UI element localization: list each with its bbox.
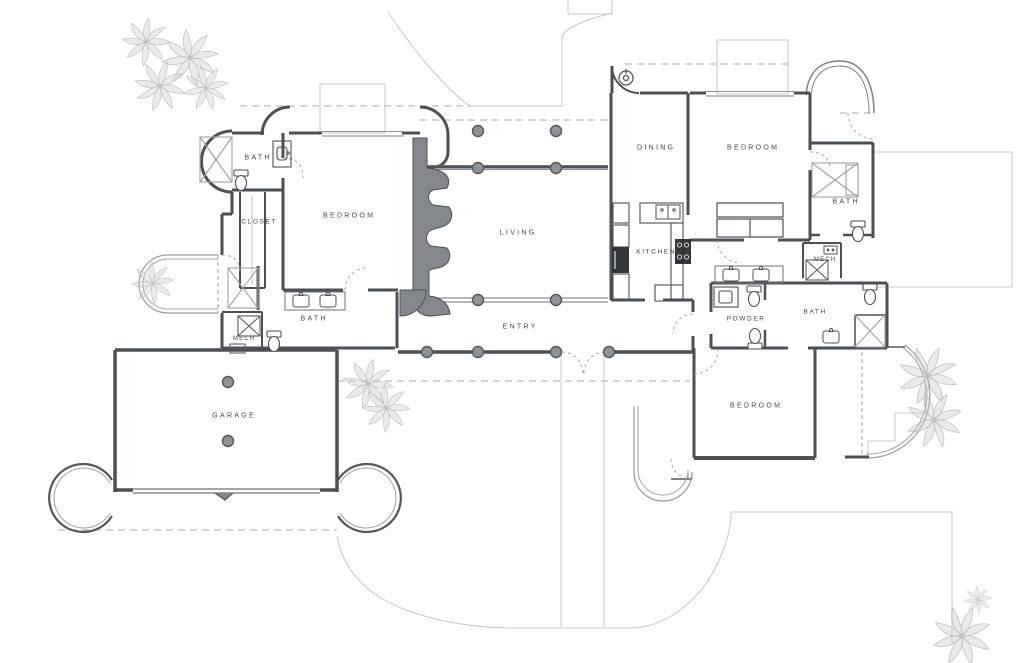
room-label-bath-lower-right: BATH (803, 308, 827, 316)
builtin-cabinet (716, 202, 784, 238)
sink-icon (319, 292, 337, 308)
column-icon (471, 293, 485, 307)
garden-walls-layer (48, 60, 931, 534)
room-label-garage: GARAGE (212, 412, 257, 420)
sink-icon (722, 266, 740, 282)
column-icon (602, 345, 616, 359)
toilet-icon (862, 283, 878, 306)
powder-sink-icon (713, 286, 739, 308)
room-label-bedroom-left: BEDROOM (323, 212, 376, 220)
column-icon (549, 161, 563, 175)
sink-icon (752, 266, 770, 282)
palm-tree-icon (963, 585, 993, 615)
refrigerator-icon (612, 247, 629, 273)
toilet-icon (266, 330, 282, 353)
room-label-kitchen: KITCHEN (636, 248, 677, 256)
room-label-living: LIVING (499, 229, 537, 237)
room-label-bedroom-upper-right: BEDROOM (727, 144, 780, 152)
wall-fill-layer (399, 137, 453, 317)
room-label-bath-upper-right: BATH (832, 198, 860, 206)
shower-icon (811, 162, 859, 198)
room-label-dining: DINING (636, 144, 676, 152)
column-icon (549, 293, 563, 307)
column-icon (471, 124, 485, 138)
stove-icon (675, 239, 691, 264)
overhang-dashed-layer (58, 63, 873, 531)
pedestal-sink-icon (272, 140, 292, 168)
walls-layer (113, 65, 889, 501)
sink-icon (822, 328, 840, 344)
outlet-box-icon (823, 245, 838, 255)
column-icon (471, 161, 485, 175)
toilet-icon (747, 327, 763, 350)
site-lines-layer (319, 0, 1013, 643)
sink-icon (292, 292, 310, 308)
column-icon (549, 345, 563, 359)
toilet-icon (233, 169, 249, 192)
room-label-entry: ENTRY (502, 323, 538, 331)
fixture-circle-icon (618, 69, 634, 86)
vanity-counter (714, 265, 784, 284)
mech-unit-icon (237, 315, 261, 337)
palm-tree-icon (131, 261, 175, 305)
room-label-bath-lower-left: BATH (300, 315, 328, 323)
vanity-counter (284, 291, 346, 311)
room-label-bath-upper-left: BATH (244, 154, 272, 162)
toilet-icon (850, 220, 866, 243)
palm-tree-icon (920, 595, 1004, 663)
kitchen-sink-icon (655, 204, 681, 220)
mech-unit-icon (805, 259, 829, 281)
column-icon (549, 124, 563, 138)
room-label-mech-right: MECH (813, 257, 837, 263)
toilet-icon (746, 285, 762, 308)
outlet-box-icon (229, 343, 246, 354)
column-icon (221, 434, 235, 448)
kitchen-cabinets (612, 202, 684, 302)
column-icon (471, 345, 485, 359)
column-icon (221, 375, 235, 389)
room-label-closet: CLOSET (241, 218, 277, 226)
door-swing-layer (221, 112, 875, 375)
shower-icon (199, 136, 233, 183)
shower-icon (227, 267, 259, 309)
room-label-mech-left: MECH (232, 336, 256, 342)
room-label-bedroom-lower-right: BEDROOM (730, 402, 783, 410)
column-icon (420, 345, 434, 359)
shower-icon (854, 314, 886, 348)
room-label-powder: POWDER (726, 315, 766, 323)
fixtures-layer (199, 69, 886, 354)
